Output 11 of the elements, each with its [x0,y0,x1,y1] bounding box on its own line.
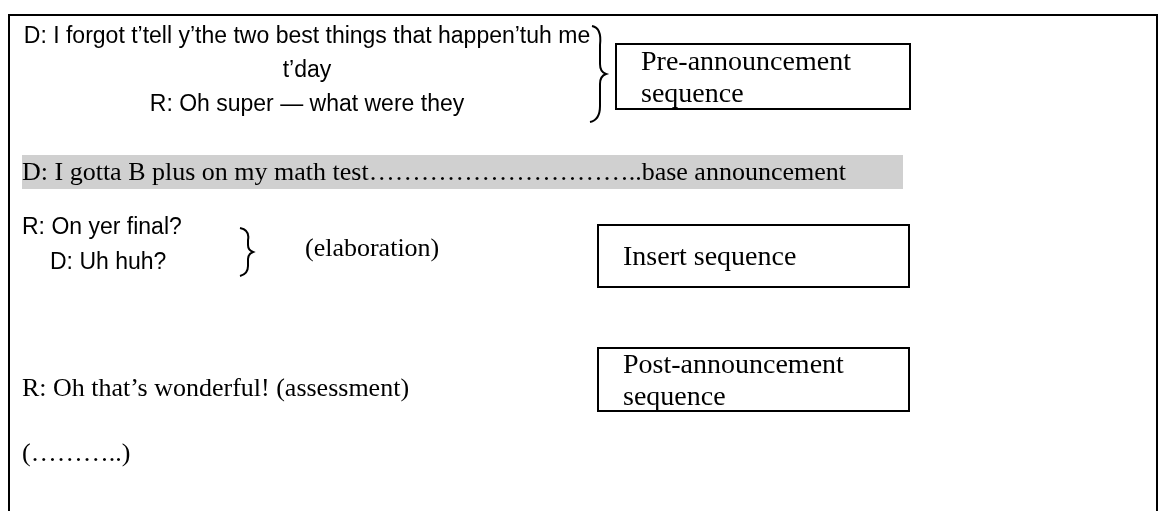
sequence-box: Insert sequence [597,224,910,288]
annotation-text: (elaboration) [305,233,440,263]
utterance-text: R: On yer final? [22,213,182,240]
ellipsis-text: (………..) [22,438,131,468]
base-announcement-text: D: I gotta B plus on my math test…………………………..base announcement [22,155,903,189]
utterance-text: D: Uh huh? [50,248,167,275]
sequence-box: Pre-announcement sequence [615,43,911,110]
utterance-text: D: I forgot t’tell y’the two best things that happen’tuh me t’day [22,21,592,84]
sequence-box: Post-announcement sequence [597,347,910,412]
utterance-text: R: Oh super — what were they [148,89,466,118]
utterance-text: R: Oh that’s wonderful! (assessment) [22,373,410,403]
